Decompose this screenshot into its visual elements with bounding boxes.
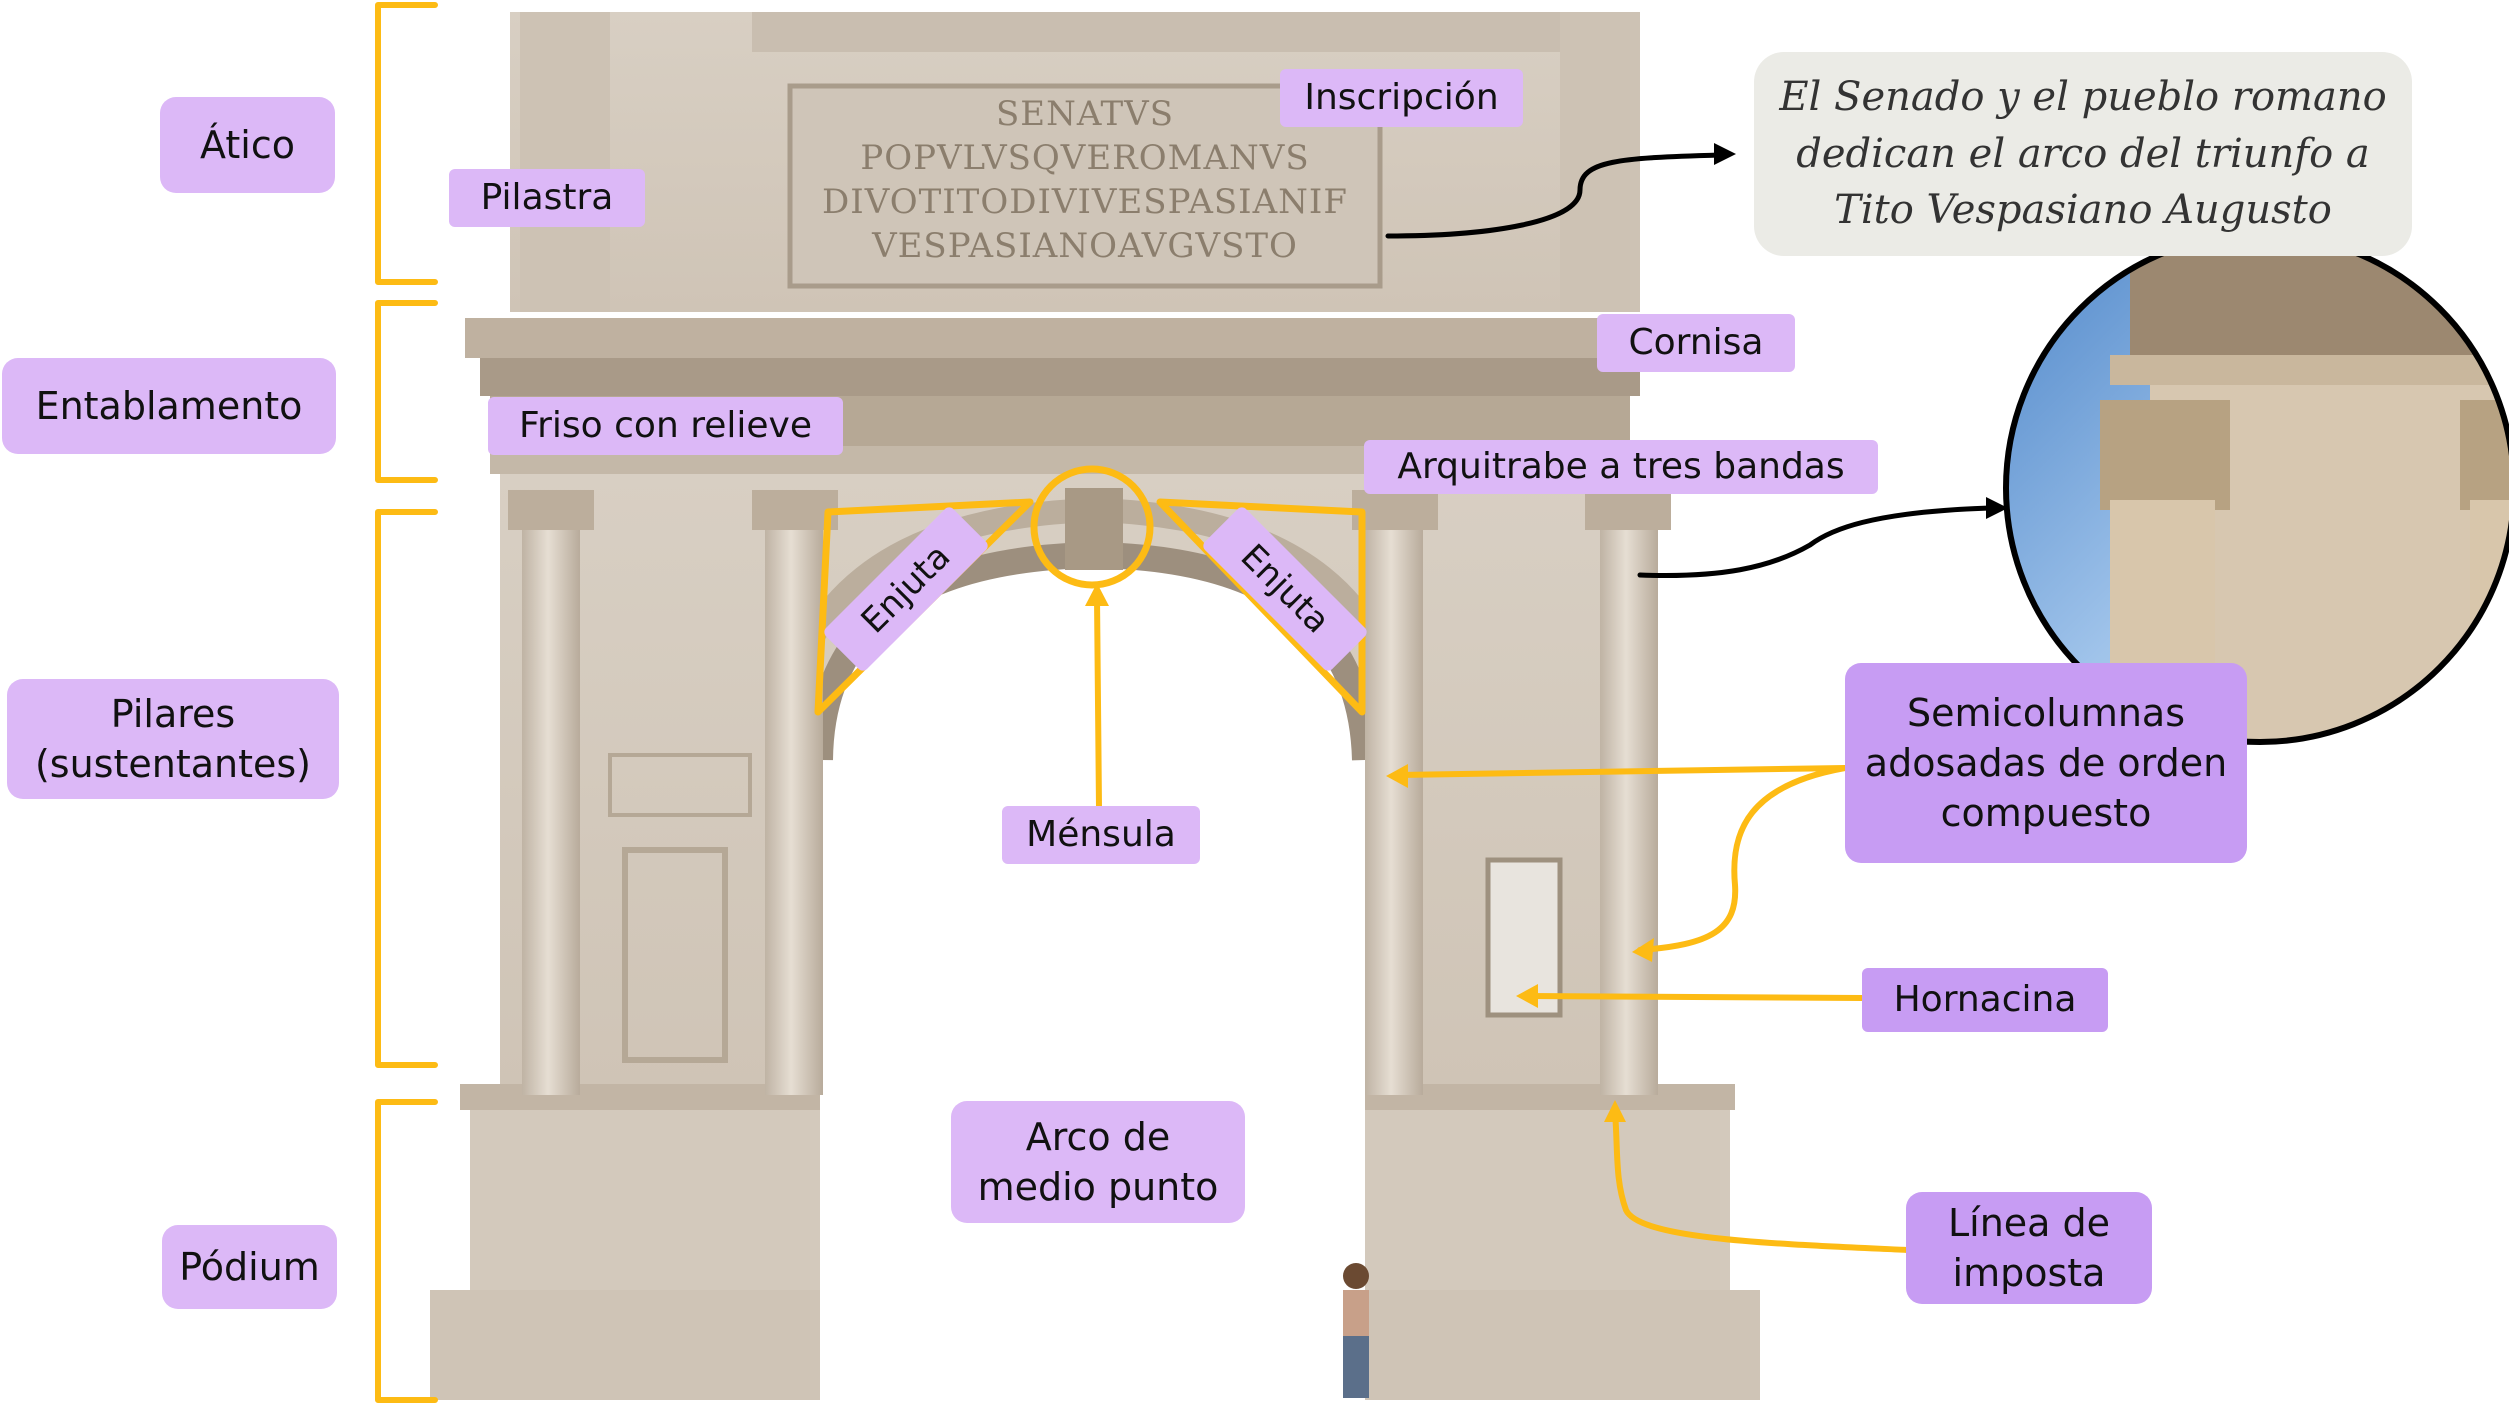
label-mensula: Ménsula [1002,806,1200,864]
label-semicolumnas: Semicolumnas adosadas de orden compuesto [1845,663,2247,863]
niche [1485,857,1563,1018]
keystone-sculpture [1065,488,1123,570]
cornice [465,318,1655,358]
inscription-line: VESPASIANOAVGVSTO [872,226,1298,266]
label-inscripcion: Inscripción [1280,69,1523,127]
bracket-entablamento [375,300,438,483]
yellow-arrowheads [1085,583,1654,1122]
bracket-pilares [375,509,438,1068]
columns [508,490,1671,1095]
inscription-line: POPVLVSQVEROMANVS [860,138,1310,178]
bracket-atico [375,2,438,285]
section-label-entablamento: Entablamento [2,358,336,454]
arrow-semicolumn-right [1637,765,1848,953]
label-cornisa: Cornisa [1597,314,1795,372]
arrow-imposta [1612,1109,1911,1253]
inscription-line: SENATVS [995,94,1175,134]
arrow-hornacina [1525,993,1865,1001]
label-pilastra: Pilastra [449,169,645,227]
inscription-text: SENATVS POPVLVSQVEROMANVS DIVOTITODIVIVE… [800,92,1370,282]
arrow-mensula [1094,595,1102,811]
label-arquitrabe: Arquitrabe a tres bandas [1364,440,1878,494]
arrow-inscription [1385,152,1723,239]
bracket-podium [375,1099,438,1403]
section-label-podium: Pódium [162,1225,337,1309]
keystone-circle [1030,465,1154,589]
visitor-figure [1343,1263,1369,1398]
inscription-translation: El Senado y el pueblo romano dedican el … [1754,52,2412,256]
capital-detail-magnifier [2003,231,2509,745]
arrow-semicolumn-left [1395,765,1848,778]
arch-opening [820,555,1365,1411]
label-imposta: Línea de imposta [1906,1192,2152,1304]
arrow-zoom [1637,505,1993,578]
section-label-pilares: Pilares (sustentantes) [7,679,339,799]
label-hornacina: Hornacina [1862,968,2108,1032]
inscription-line: DIVOTITODIVIVESPASIANIF [822,182,1348,222]
label-arco: Arco de medio punto [951,1101,1245,1223]
section-label-atico: Ático [160,97,335,193]
label-friso: Friso con relieve [488,397,843,455]
